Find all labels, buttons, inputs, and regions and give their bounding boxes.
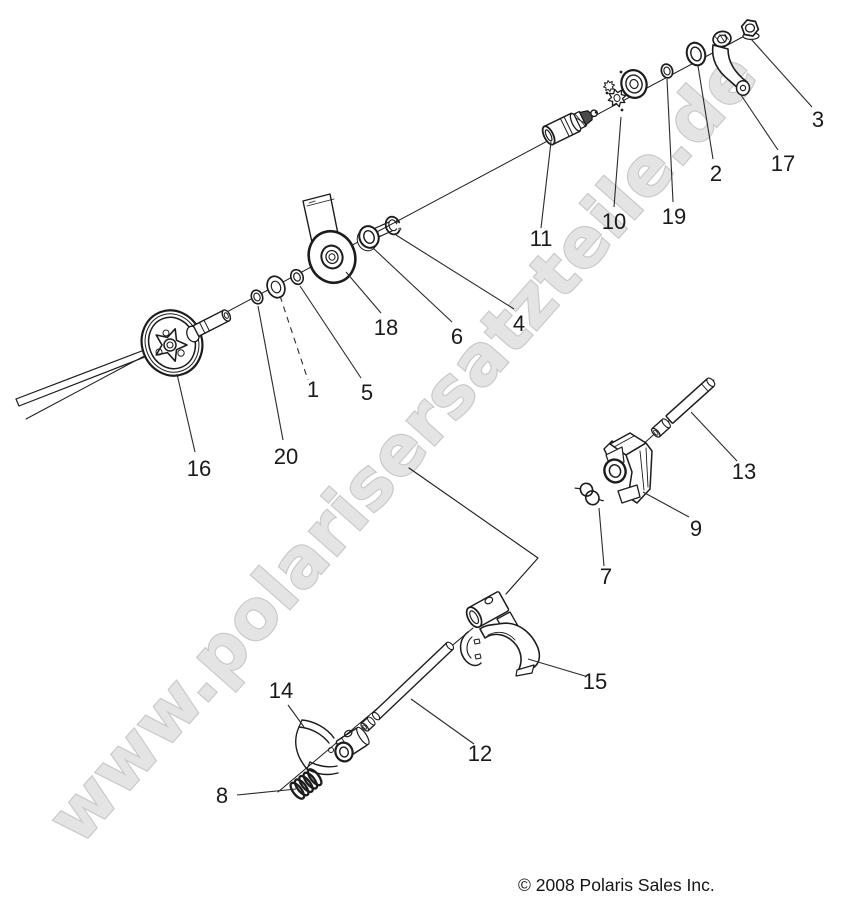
callout-1: 1 [307,377,319,402]
part-4-retaining-clip [384,215,402,236]
callout-3: 3 [812,107,824,132]
part-5-ring [289,268,305,286]
part-13-pin [650,377,716,438]
callout-5: 5 [361,380,373,405]
callout-6: 6 [451,324,463,349]
callout-19: 19 [662,204,686,229]
callout-7: 7 [600,564,612,589]
leader-2 [697,65,714,160]
part-14-shift-fork [295,719,370,776]
leader-4 [395,234,515,310]
leader-16 [176,373,196,453]
part-3-hex-nut [740,19,760,41]
callout-20: 20 [274,444,298,469]
leader-15 [527,658,586,677]
assembly-connector-line [408,467,539,595]
part-10-gear-cluster [603,69,648,112]
callout-15: 15 [583,669,607,694]
part-18-disc-bracket [302,193,357,285]
callout-17: 17 [771,151,795,176]
part-7-clip-spring [574,482,604,506]
leader-9 [642,491,690,518]
leader-10 [613,116,622,208]
callout-14: 14 [269,678,293,703]
leader-7 [598,507,605,567]
leader-3 [750,38,813,108]
leader-5 [299,285,362,379]
leader-18 [345,271,382,314]
callout-16: 16 [187,456,211,481]
callout-2: 2 [710,161,722,186]
leader-6 [372,247,453,323]
watermark-text: www.polarisersatzteile.de [33,36,773,857]
callout-9: 9 [690,516,702,541]
part-16-sector-cam-wheel [140,309,232,377]
callout-8: 8 [216,783,228,808]
callout-4: 4 [513,311,525,336]
leader-14 [287,704,305,728]
part-20-ring [250,289,264,305]
part-9-shift-lever [603,432,653,504]
callout-10: 10 [602,209,626,234]
callout-11: 11 [530,226,553,251]
callout-labels: 1 2 3 4 5 6 7 8 9 10 11 12 13 14 15 16 1… [187,107,824,808]
leader-1 [279,295,309,381]
part-15-shift-fork [459,591,541,677]
leader-20 [257,305,284,441]
part-17-shift-arm [711,30,751,96]
leader-17 [740,94,779,151]
leader-11 [540,141,552,229]
leader-8 [236,788,297,796]
part-6-washer [356,225,380,252]
leader-lines [176,38,813,796]
part-8-spring [289,768,323,800]
part-12-shift-rail [360,641,455,732]
callout-12: 12 [468,741,492,766]
part-2-washer [685,41,707,67]
part-19-washer [660,63,674,79]
leader-13 [690,411,738,462]
leader-12 [410,698,475,745]
part-11-detent-plunger [541,109,598,146]
part-1-washer [266,275,286,299]
leader-19 [666,78,674,203]
callout-13: 13 [732,459,756,484]
callout-18: 18 [374,315,398,340]
copyright-text: © 2008 Polaris Sales Inc. [518,875,715,895]
